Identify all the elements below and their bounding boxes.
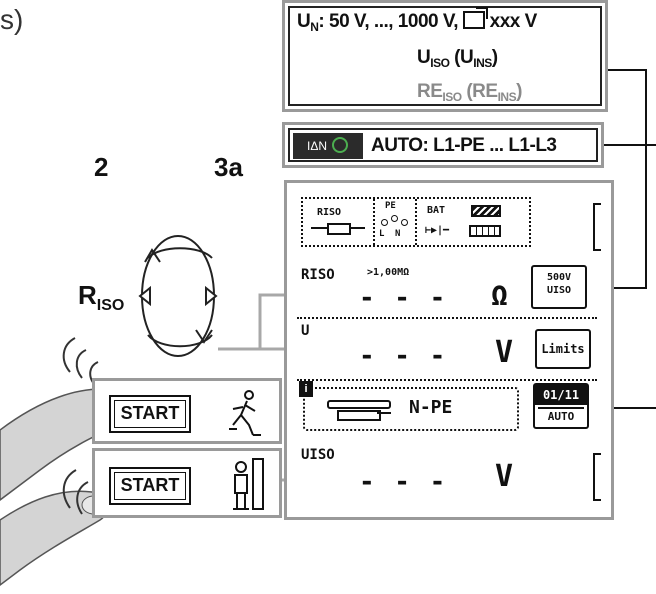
rotary-knob-icon <box>140 236 216 356</box>
u-unit: V <box>495 335 513 370</box>
npe-label: N-PE <box>409 397 452 418</box>
uiso-value: - - - <box>359 467 447 497</box>
header-fragment: s) <box>0 4 23 36</box>
riso-value: - - - <box>359 283 447 313</box>
start-panel-lower: START <box>92 448 282 518</box>
test-voltage-softkey[interactable]: 500V UISO <box>531 265 587 309</box>
bat-label: BAT <box>427 205 445 216</box>
start-button-lower[interactable]: START <box>109 467 191 505</box>
step-2-label: 2 <box>94 152 108 183</box>
lcd-separator <box>297 317 597 319</box>
plug-contacts-icon <box>379 215 409 227</box>
connection-status-box: i N-PE <box>303 387 519 431</box>
battery-icon <box>471 205 501 217</box>
lcd-separator <box>297 379 597 381</box>
counter-mode: AUTO <box>538 407 584 425</box>
resistor-icon <box>311 223 365 233</box>
riso-unit: Ω <box>491 279 508 312</box>
callout-line-2: UISO (UINS) <box>417 47 498 70</box>
riso-row-label: RISO <box>301 267 335 283</box>
auto-callout: IΔN AUTO: L1-PE ... L1-L3 <box>282 122 604 168</box>
start-button-upper[interactable]: START <box>109 395 191 433</box>
u-value: - - - <box>359 341 447 371</box>
diode-icon: ⊢▶|━ <box>425 225 449 236</box>
keypad-icon <box>469 225 501 237</box>
auto-callout-label: AUTO: L1-PE ... L1-L3 <box>371 135 557 157</box>
person-at-door-icon <box>223 457 273 513</box>
riso-knob-label: RISO <box>78 280 124 315</box>
walking-person-icon <box>223 389 267 437</box>
softkey-slot-1 <box>593 203 601 251</box>
lcd-display: RISO PE L N BAT ⊢▶|━ RISO >1,00MΩ - - - … <box>284 180 614 520</box>
callout-line-3: REISO (REINS) <box>417 81 522 104</box>
output-icon <box>463 11 485 29</box>
limits-softkey[interactable]: Limits <box>535 329 591 369</box>
lcd-status-bar: RISO PE L N BAT ⊢▶|━ <box>301 197 531 247</box>
counter-value: 01/11 <box>535 385 587 405</box>
top-callout: UN: 50 V, ..., 1000 V, xxx V UISO (UINS)… <box>282 0 608 112</box>
l-label: L <box>379 229 384 239</box>
probe-plug-icon <box>327 397 393 419</box>
n-label: N <box>395 229 400 239</box>
info-icon: i <box>299 381 313 397</box>
start-panel-upper: START <box>92 378 282 444</box>
test-sequence-counter[interactable]: 01/11 AUTO <box>533 383 589 429</box>
softkey-slot-4 <box>593 453 601 501</box>
uiso-unit: V <box>495 459 513 494</box>
step-3a-label: 3a <box>214 152 243 183</box>
uiso-row-label: UISO <box>301 447 335 463</box>
riso-limit: >1,00MΩ <box>367 267 409 278</box>
rcd-icon: IΔN <box>293 133 363 159</box>
riso-mode-icon: RISO <box>317 207 341 218</box>
callout-line-1: UN: 50 V, ..., 1000 V, xxx V <box>297 11 537 34</box>
u-row-label: U <box>301 323 309 339</box>
pe-label: PE <box>385 201 396 211</box>
